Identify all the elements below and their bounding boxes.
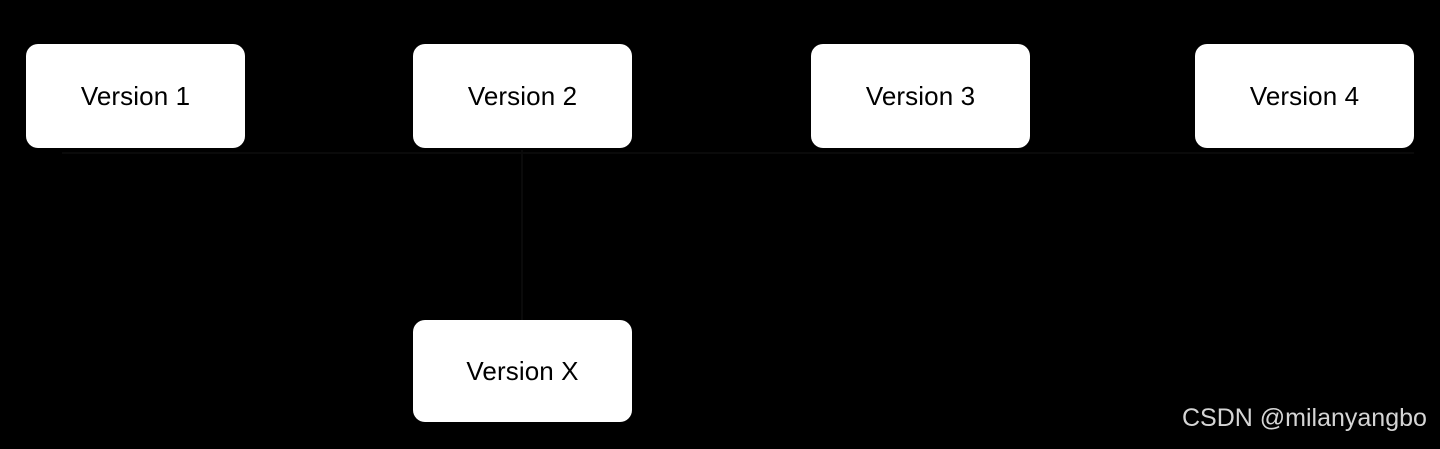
node-version-3[interactable]: Version 3 bbox=[811, 44, 1030, 148]
node-version-2[interactable]: Version 2 bbox=[413, 44, 632, 148]
node-version-1[interactable]: Version 1 bbox=[26, 44, 245, 148]
watermark-text: CSDN @milanyangbo bbox=[1182, 404, 1427, 432]
node-version-x[interactable]: Version X bbox=[413, 320, 632, 422]
node-version-x-label: Version X bbox=[466, 356, 579, 386]
connector-version2-version3 bbox=[449, 152, 1030, 154]
connector-version3-version4 bbox=[847, 152, 1414, 154]
connector-version1-version2 bbox=[62, 152, 632, 154]
node-version-4-label: Version 4 bbox=[1249, 81, 1360, 111]
node-version-2-label: Version 2 bbox=[467, 81, 578, 111]
node-version-1-label: Version 1 bbox=[80, 81, 191, 111]
node-version-3-label: Version 3 bbox=[865, 81, 976, 111]
connector-version2-versionx bbox=[521, 150, 523, 322]
node-version-4[interactable]: Version 4 bbox=[1195, 44, 1414, 148]
